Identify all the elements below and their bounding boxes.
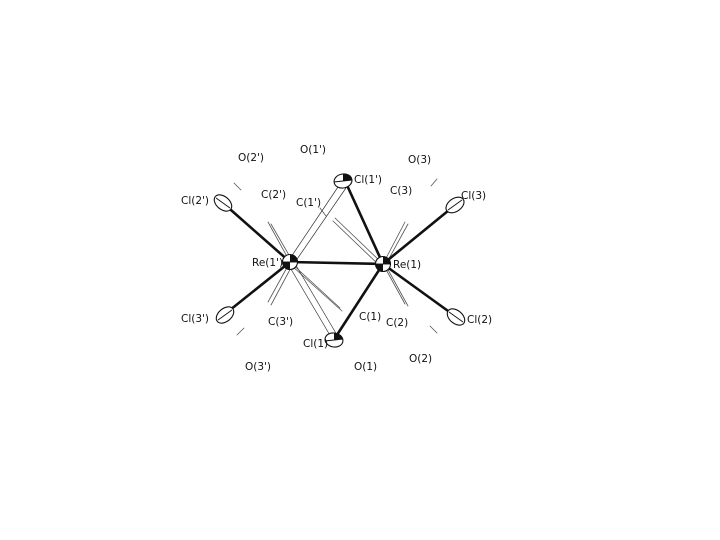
label-c3: C(3) xyxy=(390,185,412,197)
oxygen-fragments xyxy=(233,178,438,336)
atom-cl2p xyxy=(213,194,233,212)
label-c1: C(1) xyxy=(359,311,381,323)
bond-re1p-cl2p xyxy=(221,201,292,264)
bond-re1p-re1 xyxy=(288,260,385,266)
label-cl1: Cl(1) xyxy=(303,338,328,350)
bond-re1p-c1-b xyxy=(291,265,343,312)
label-o1p: O(1') xyxy=(300,144,326,156)
atoms xyxy=(213,173,466,348)
label-o1: O(1) xyxy=(354,361,377,373)
bond-re1-cl3 xyxy=(381,204,456,266)
bond-re1-cl2 xyxy=(381,262,457,318)
label-o3p: O(3') xyxy=(245,361,271,373)
bond-re1p-cl1p-b xyxy=(292,184,349,266)
label-c2p: C(2') xyxy=(261,189,286,201)
bond-re1p-cl1-b xyxy=(293,261,338,336)
o3p-fragment xyxy=(236,327,245,336)
bond-re1p-c3p-b xyxy=(270,263,294,306)
label-o2p: O(2') xyxy=(238,152,264,164)
bond-re1-cl1 xyxy=(333,262,385,340)
atom-cl2 xyxy=(446,308,466,326)
c1p-fragment xyxy=(319,207,327,217)
bond-re1p-cl1p-a xyxy=(286,180,343,264)
atom-re1p xyxy=(281,253,299,271)
bond-re1-c1p xyxy=(334,217,384,265)
atom-labels: O(2') O(1') O(3) Cl(1') C(2') C(1') C(3)… xyxy=(181,144,492,373)
atom-cl1p xyxy=(333,173,353,189)
atom-cl1 xyxy=(324,332,344,348)
o2p-fragment xyxy=(233,182,242,191)
bond-re1-c1p-b xyxy=(332,220,381,267)
bond-re1-c2-b xyxy=(385,265,409,307)
bond-re1p-c1 xyxy=(289,261,341,309)
bond-re1-cl1p xyxy=(344,181,385,266)
label-c2: C(2) xyxy=(386,317,408,329)
atom-re1 xyxy=(374,255,392,273)
label-re1p: Re(1') xyxy=(252,257,283,269)
atom-cl3 xyxy=(445,196,465,214)
label-c3p: C(3') xyxy=(268,316,293,328)
solid-bonds xyxy=(221,181,457,340)
label-cl1p: Cl(1') xyxy=(354,174,382,186)
bond-re1p-cl3p xyxy=(223,260,292,316)
atom-cl3p xyxy=(215,306,235,324)
label-cl3: Cl(3) xyxy=(461,190,486,202)
label-cl2p: Cl(2') xyxy=(181,195,209,207)
label-o2: O(2) xyxy=(409,353,432,365)
label-re1: Re(1) xyxy=(393,259,421,271)
bridging-bonds xyxy=(286,180,349,338)
label-cl2: Cl(2) xyxy=(467,314,492,326)
label-c1p: C(1') xyxy=(296,197,321,209)
label-o3: O(3) xyxy=(408,154,431,166)
bond-re1p-cl1-a xyxy=(287,263,332,338)
o3-fragment xyxy=(430,178,438,187)
o2-fragment xyxy=(429,325,438,334)
label-cl3p: Cl(3') xyxy=(181,313,209,325)
